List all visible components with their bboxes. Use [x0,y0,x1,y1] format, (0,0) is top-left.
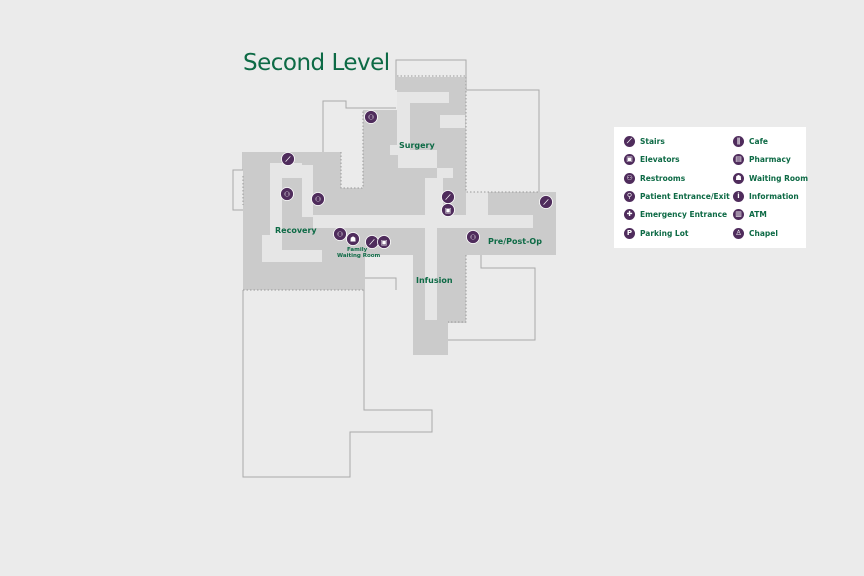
svg-text:⟋: ⟋ [285,156,292,164]
area-label-family-waiting-room: Waiting Room [337,253,381,259]
building-outline [232,59,540,478]
area-label-family-waiting: Family [347,247,368,253]
svg-text:⚇: ⚇ [470,234,476,242]
elevators-icon[interactable]: ▣ [377,235,391,249]
waiting-room-icon[interactable]: ☗ [346,232,360,246]
legend-item-emergency-entrance: ✚Emergency Entrance [624,207,727,221]
patient-entrance-icon: ⚲ [624,190,635,202]
stairs-icon[interactable]: ⟋ [365,235,379,249]
emergency-cross-icon: ✚ [624,208,635,220]
legend-item-waiting-room: ☗Waiting Room [733,171,808,185]
svg-text:▣: ▣ [445,207,452,215]
restrooms-icon[interactable]: ⚇ [333,227,347,241]
corridors [262,92,533,320]
svg-text:⚇: ⚇ [337,231,343,239]
parking-icon: P [624,227,635,239]
atm-icon: ▥ [733,208,744,220]
restrooms-icon[interactable]: ⚇ [311,192,325,206]
area-label-recovery: Recovery [275,226,317,235]
svg-text:▣: ▣ [381,239,388,247]
area-label-surgery: Surgery [399,141,436,150]
elevators-icon: ▣ [624,153,635,165]
dotted-boundaries [242,75,539,323]
svg-text:⚇: ⚇ [284,191,290,199]
svg-text:⚇: ⚇ [315,196,321,204]
svg-text:⟋: ⟋ [445,194,452,202]
stairs-icon[interactable]: ⟋ [281,152,295,166]
legend-item-stairs: ⟋Stairs [624,134,665,148]
area-label-infusion: Infusion [416,276,453,285]
stairs-icon[interactable]: ⟋ [539,195,553,209]
restrooms-icon: ⚇ [624,172,635,184]
legend-item-cafe: ∥Cafe [733,134,768,148]
stairs-icon[interactable]: ⟋ [441,190,455,204]
svg-text:⟋: ⟋ [543,199,550,207]
map-legend: ⟋Stairs ▣Elevators ⚇Restrooms ⚲Patient E… [614,127,808,248]
area-label-prepost-op: Pre/Post-Op [488,237,542,246]
legend-item-chapel: ♙Chapel [733,226,778,240]
svg-text:⟋: ⟋ [369,239,376,247]
svg-text:⚇: ⚇ [368,114,374,122]
legend-item-pharmacy: ▤Pharmacy [733,152,791,166]
svg-text:☗: ☗ [350,236,356,244]
restrooms-icon[interactable]: ⚇ [364,110,378,124]
pharmacy-icon: ▤ [733,153,744,165]
elevators-icon[interactable]: ▣ [441,203,455,217]
waiting-room-icon: ☗ [733,172,744,184]
cafe-icon: ∥ [733,135,744,147]
stairs-icon: ⟋ [624,135,635,147]
legend-item-restrooms: ⚇Restrooms [624,171,685,185]
chapel-icon: ♙ [733,227,744,239]
legend-item-elevators: ▣Elevators [624,152,680,166]
restrooms-icon[interactable]: ⚇ [280,187,294,201]
legend-item-atm: ▥ATM [733,207,767,221]
page-title: Second Level [243,50,390,76]
information-icon: i [733,190,744,202]
legend-item-patient-entrance: ⚲Patient Entrance/Exit [624,189,730,203]
restrooms-icon[interactable]: ⚇ [466,230,480,244]
